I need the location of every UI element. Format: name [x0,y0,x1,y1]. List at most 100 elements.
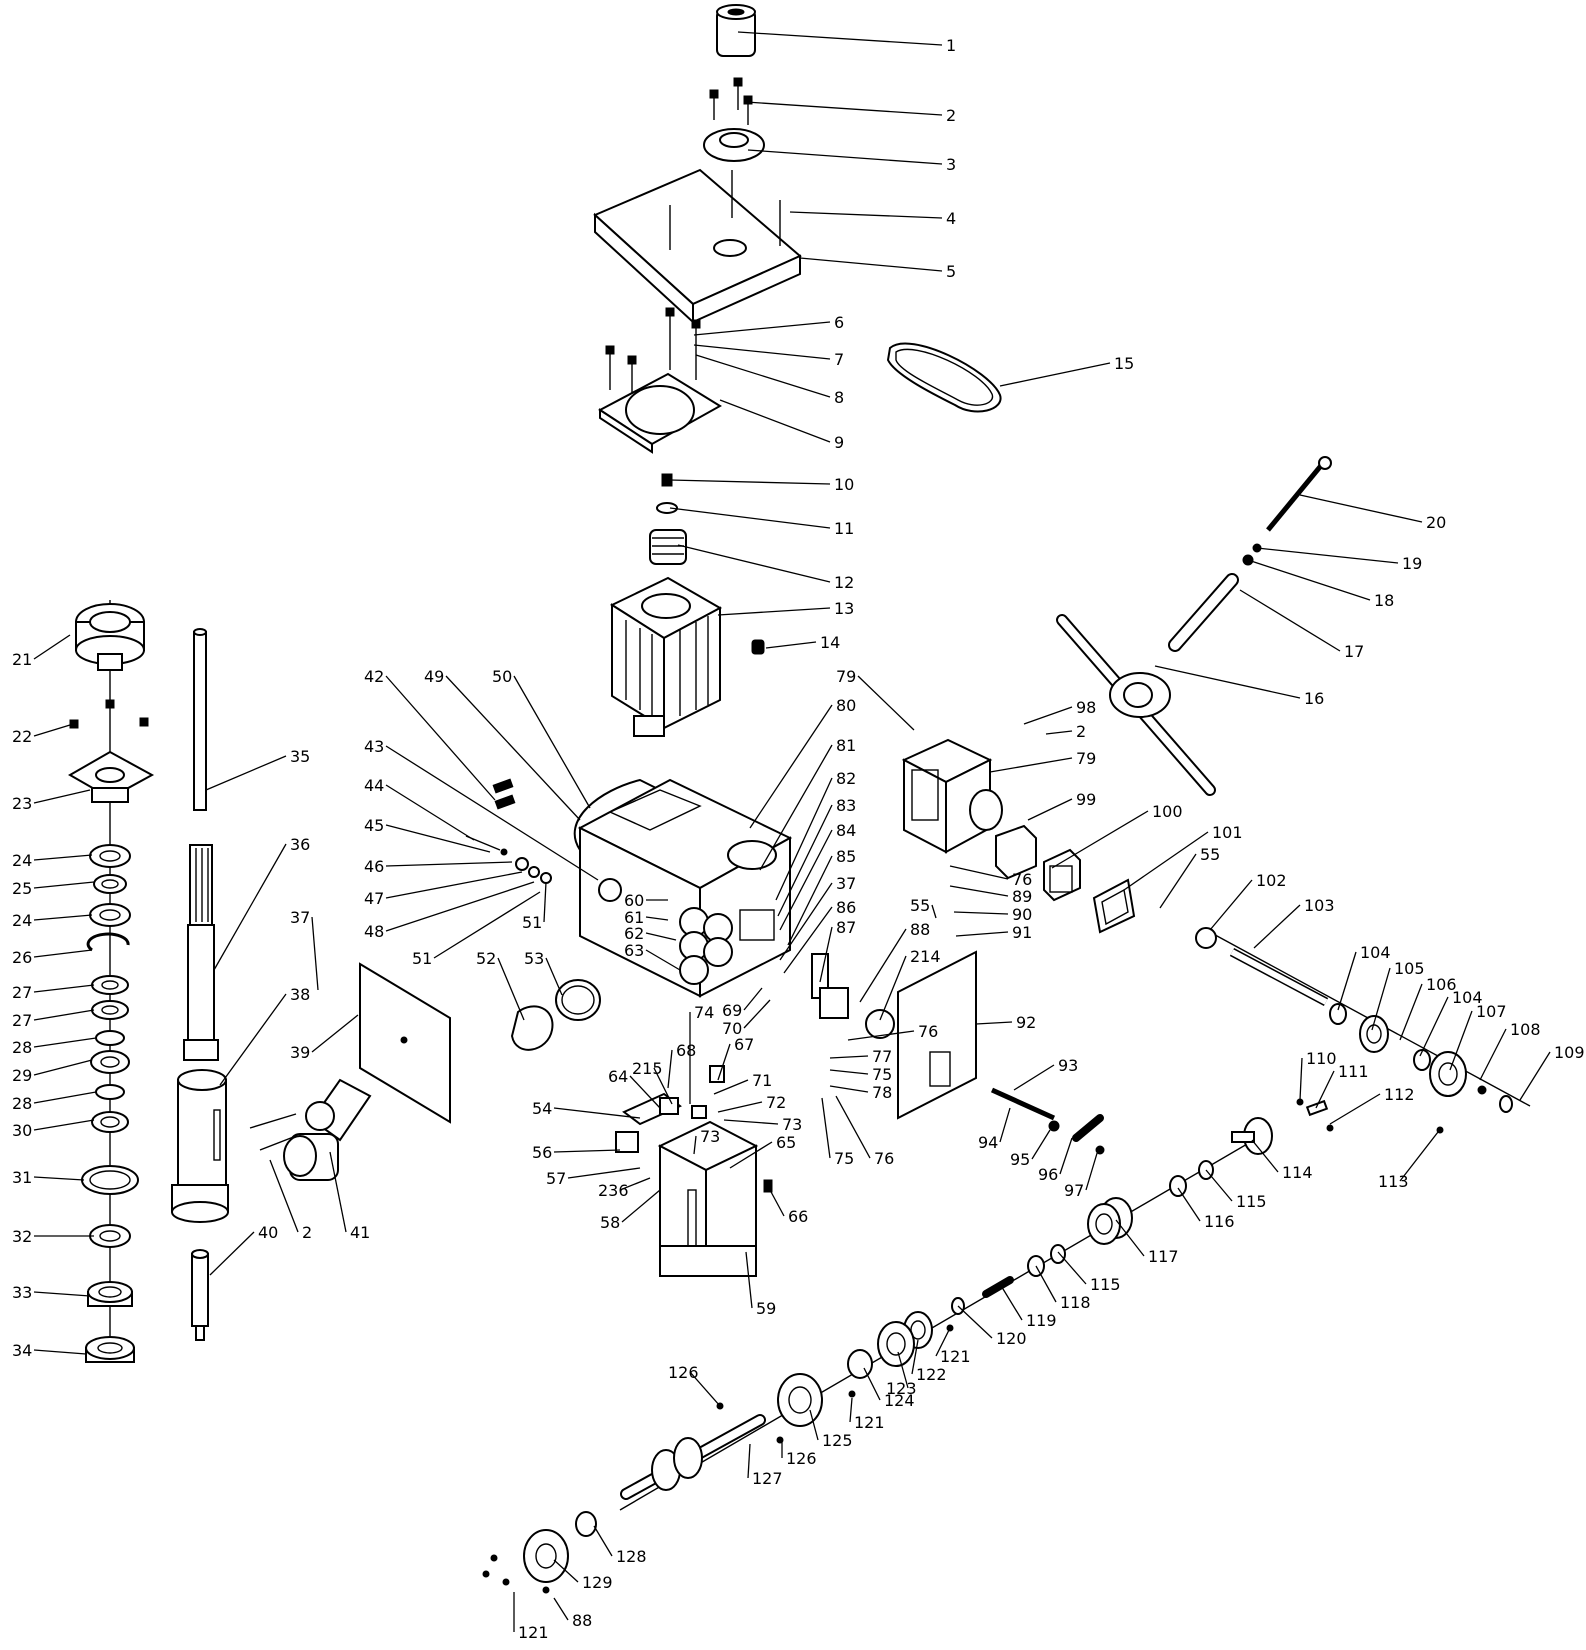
part-top-cover-5 [593,168,802,325]
leader-line [777,804,833,917]
leader-line [33,1091,97,1104]
leader-line [835,1095,871,1159]
leader-line [653,1067,673,1105]
part-number-label: 88 [572,1611,592,1630]
leader-line [1051,810,1149,869]
part-cover-99-100 [995,824,1081,902]
part-number-label: 18 [1374,591,1394,610]
part-drawbar-35 [193,628,207,811]
leader-line [1299,494,1423,523]
leader-line [1419,996,1449,1057]
leader-line [863,1367,881,1401]
leader-line [695,354,831,398]
part-number-label: 25 [12,879,32,898]
leader-line [713,1079,749,1095]
part-number-label: 28 [12,1038,32,1057]
leader-line [1057,1251,1087,1285]
part-number-label: 90 [1012,905,1032,924]
part-number-label: 122 [916,1365,947,1384]
part-number-label: 102 [1256,871,1287,890]
leader-line [621,1189,661,1223]
part-number-label: 5 [946,262,956,281]
part-number-label: 80 [836,696,856,715]
leader-line [1027,798,1073,821]
leader-line [759,744,833,871]
part-number-label: 101 [1212,823,1243,842]
leader-line [693,321,831,336]
part-number-label: 20 [1426,513,1446,532]
part-number-label: 82 [836,769,856,788]
part-collar-128-129 [482,1511,597,1594]
part-number-label: 64 [608,1067,628,1086]
leader-line [553,1559,579,1583]
part-number-label: 60 [624,891,644,910]
leader-line [209,1231,255,1276]
part-number-label: 33 [12,1283,32,1302]
part-number-label: 61 [624,908,644,927]
part-number-label: 55 [910,896,930,915]
part-number-label: 4 [946,209,956,228]
leader-line [1085,1149,1099,1191]
leader-line [1031,1129,1051,1160]
part-number-label: 49 [424,667,444,686]
leader-line [1251,1139,1279,1173]
part-number-label: 40 [258,1223,278,1242]
part-number-label: 103 [1304,896,1335,915]
leader-line [33,1037,97,1048]
leader-line [931,904,937,919]
part-sleeve-119 [982,1276,1014,1298]
leader-line [1154,665,1301,699]
part-gears-120-125 [777,1297,965,1427]
leader-line [743,999,771,1029]
part-number-label: 98 [1076,698,1096,717]
part-number-label: 106 [1426,975,1457,994]
leader-line [693,1135,697,1155]
part-bearing-stack-24-34 [81,844,139,1363]
part-number-label: 126 [668,1363,699,1382]
part-number-label: 108 [1510,1020,1541,1039]
leader-line [955,931,1009,937]
part-number-label: 92 [1016,1013,1036,1032]
leader-line [669,507,831,529]
leader-line [553,1149,621,1153]
part-number-label: 59 [756,1299,776,1318]
part-number-label: 52 [476,949,496,968]
part-number-label: 51 [412,949,432,968]
part-number-label: 55 [1200,845,1220,864]
part-number-label: 215 [632,1059,663,1078]
part-number-label: 65 [776,1133,796,1152]
leader-line [693,344,831,360]
part-feed-shaft-94 [990,1087,1105,1155]
part-number-label: 85 [836,847,856,866]
leader-line [677,544,831,583]
leader-line [1315,1070,1335,1109]
leader-line [999,362,1111,387]
part-number-label: 81 [836,736,856,755]
leader-line [779,882,833,961]
part-number-label: 120 [996,1329,1027,1348]
leader-line [1399,1131,1439,1182]
part-number-label: 109 [1554,1043,1585,1062]
leader-line [1205,1169,1233,1202]
part-number-label: 56 [532,1143,552,1162]
part-bearings-104-109 [1329,1003,1513,1113]
part-number-label: 69 [722,1001,742,1020]
part-number-label: 29 [12,1066,32,1085]
part-number-label: 27 [12,1011,32,1030]
leader-line [745,1251,753,1309]
leader-line [33,949,93,958]
leader-line [809,1409,819,1441]
part-number-label: 12 [834,573,854,592]
part-number-label: 37 [290,908,310,927]
part-sideplate-92 [897,950,977,1120]
part-number-label: 76 [874,1149,894,1168]
part-number-label: 100 [1152,802,1183,821]
part-number-label: 111 [1338,1062,1369,1081]
leader-line [879,955,907,1021]
part-number-label: 6 [834,313,844,332]
part-number-label: 24 [12,911,32,930]
leader-line [717,1101,763,1113]
part-number-label: 62 [624,924,644,943]
leader-line [769,1189,785,1217]
part-number-label: 94 [978,1133,998,1152]
